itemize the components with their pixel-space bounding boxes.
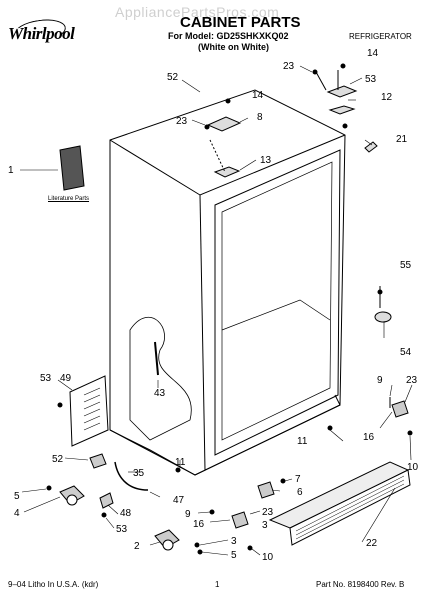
callout-47: 49	[60, 373, 72, 384]
callout-41: 43	[154, 388, 166, 399]
footer-page-number: 1	[215, 580, 220, 589]
callout-8: 8	[257, 112, 263, 123]
callout-14-right: 14	[367, 48, 379, 59]
callout-16-right: 16	[363, 432, 375, 443]
callout-6: 6	[297, 487, 303, 498]
literature-parts-label: Literature Parts	[48, 196, 90, 202]
brand-logo: Whirlpool	[8, 24, 75, 43]
callout-5-b: 5	[231, 550, 237, 561]
watermark: AppliancePartsPros.com	[115, 4, 280, 20]
color-line: (White on White)	[198, 42, 269, 52]
callout-23-right: 23	[406, 375, 418, 386]
callout-54: 54	[400, 347, 412, 358]
callout-16-bottom: 16	[193, 519, 205, 530]
callout-12: 12	[381, 92, 393, 103]
callout-21: 21	[396, 134, 408, 145]
callout-23-bottom: 23	[262, 507, 274, 518]
callout-9-bottom: 9	[185, 509, 191, 520]
callout-43: 48	[120, 508, 132, 519]
callout-14-left: 14	[252, 90, 264, 101]
callout-7: 7	[295, 474, 301, 485]
callout-4: 4	[14, 508, 20, 519]
callout-2: 2	[134, 541, 140, 552]
callout-11-right: 11	[297, 436, 308, 447]
callout-49: 53	[365, 74, 377, 85]
callout-5: 5	[14, 491, 20, 502]
callout-53-b: 53	[116, 524, 128, 535]
callout-10-right: 10	[407, 462, 419, 473]
category-label: REFRIGERATOR	[349, 32, 412, 41]
callout-22: 22	[366, 538, 378, 549]
footer-part-number: Part No. 8198400 Rev. B	[316, 580, 405, 589]
callout-11-left: 11	[175, 457, 186, 468]
callout-42: 47	[173, 495, 185, 506]
callout-3-a: 3	[231, 536, 237, 547]
page-title: CABINET PARTS	[180, 14, 301, 31]
callout-1: 1	[8, 165, 14, 176]
callout-55: 55	[400, 260, 412, 271]
callout-35: 35	[133, 468, 145, 479]
model-line: For Model: GD25SHKXKQ02	[168, 31, 289, 41]
literature-booklet	[59, 145, 85, 191]
callout-10-bottom: 10	[262, 552, 274, 563]
callout-9-right: 9	[377, 375, 383, 386]
callout-48: 52	[167, 72, 179, 83]
callout-23-left: 23	[176, 116, 188, 127]
callout-52-a: 52	[52, 454, 64, 465]
footer-litho: 9–04 Litho In U.S.A. (kdr)	[8, 580, 99, 589]
callout-23-top: 23	[283, 61, 295, 72]
callout-3-b: 3	[262, 520, 268, 531]
callout-53-a: 53	[40, 373, 52, 384]
callout-13: 13	[260, 155, 272, 166]
